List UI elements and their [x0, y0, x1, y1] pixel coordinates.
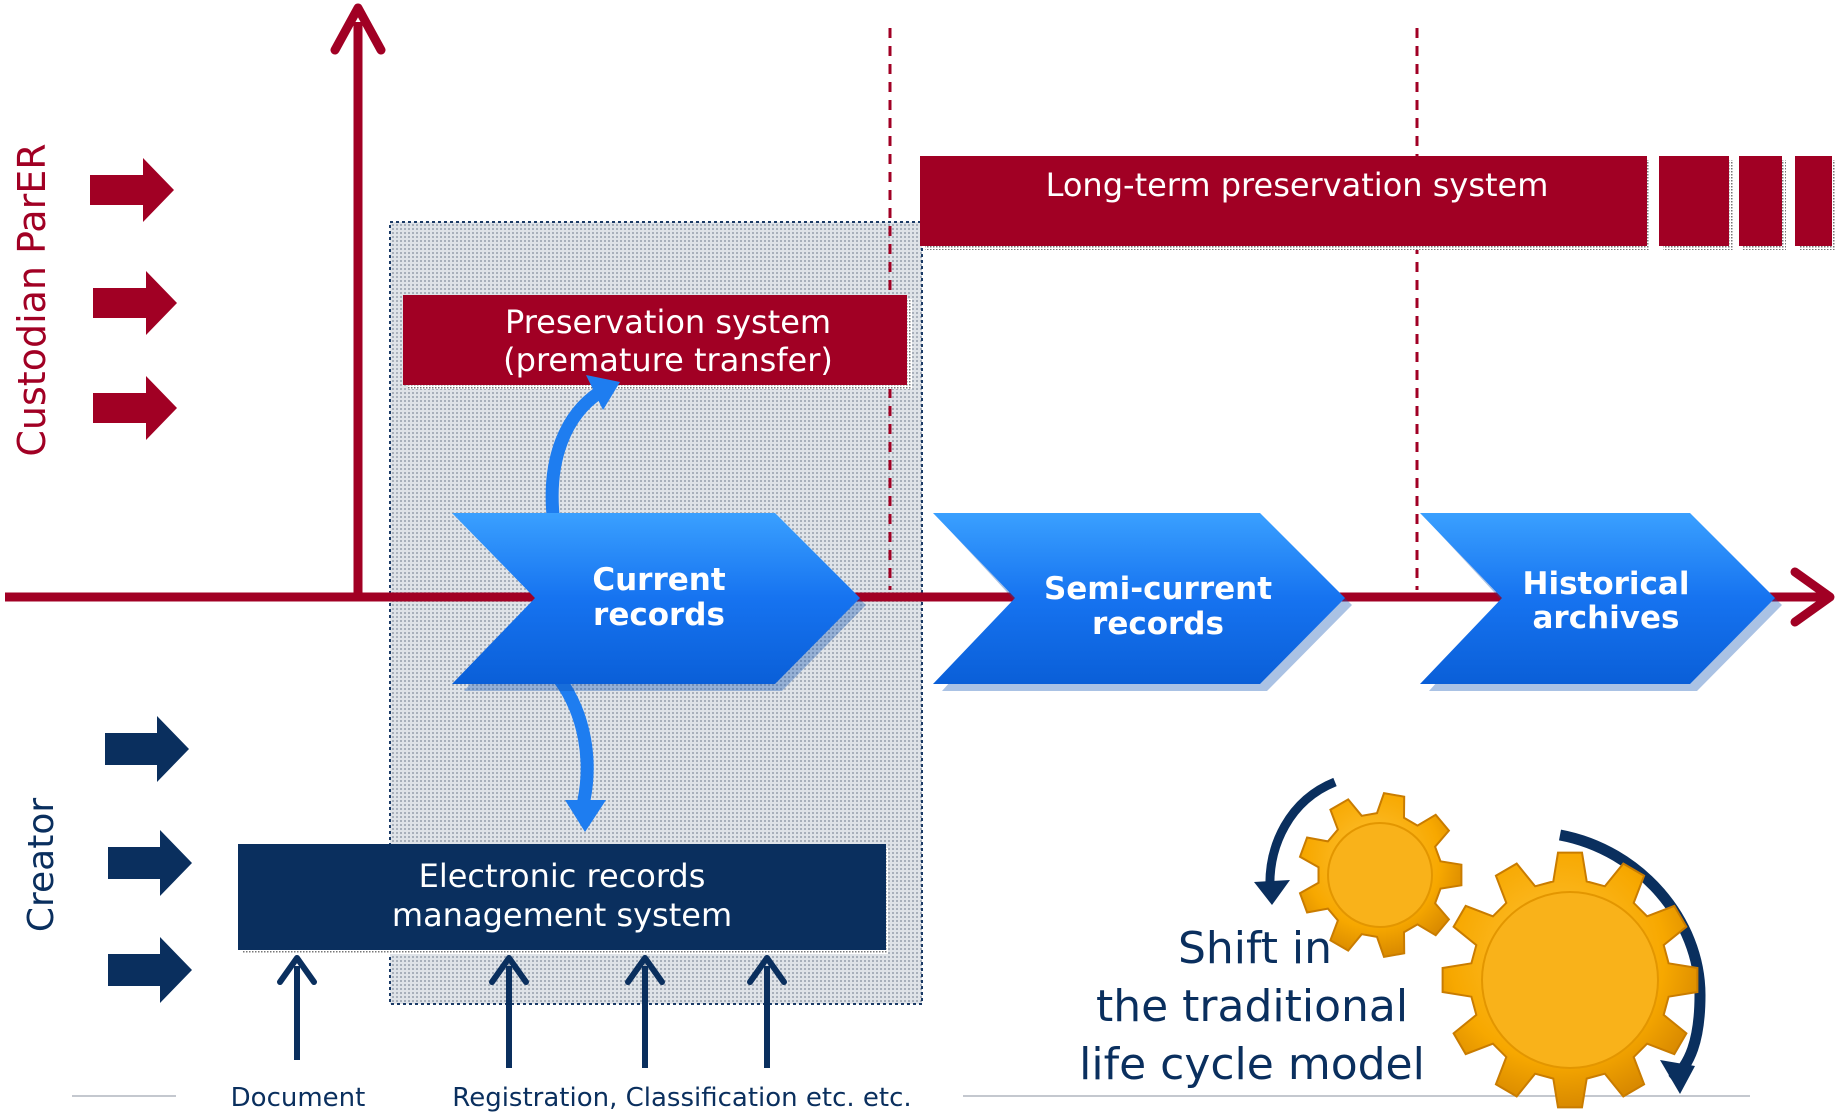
shift-line1: Shift in: [1178, 923, 1332, 974]
right-arrow-icon: [105, 716, 189, 782]
up-arrow-icon: [489, 955, 529, 1068]
document-label: Document: [231, 1083, 366, 1113]
registration-label: Registration, Classification etc. etc.: [452, 1083, 911, 1113]
creator-arrows: [105, 716, 192, 1003]
semi-line2: records: [1092, 606, 1224, 642]
long-term-label: Long-term preservation system: [1046, 166, 1549, 204]
erms-line1: Electronic records: [419, 857, 706, 895]
historical-line2: archives: [1533, 600, 1680, 636]
historical-line1: Historical: [1523, 566, 1690, 602]
custodian-label: Custodian ParER: [10, 143, 54, 456]
transfer-up-arrow: [545, 375, 620, 522]
shift-line2: the traditional: [1096, 981, 1408, 1032]
long-term-preservation-bar: Long-term preservation system: [920, 156, 1836, 250]
custodian-axis: [330, 3, 386, 595]
rotation-arrow-icon: [1254, 777, 1337, 905]
preservation-system-box: Preservation system (premature transfer): [403, 295, 912, 389]
custodian-arrows: [90, 158, 177, 440]
transfer-down-arrow: [553, 673, 606, 832]
right-arrow-icon: [93, 271, 177, 335]
creator-label: Creator: [21, 798, 62, 932]
up-arrow-icon: [277, 955, 317, 1060]
gear-icon: [1441, 851, 1699, 1109]
current-line2: records: [593, 597, 725, 633]
right-arrow-icon: [108, 830, 192, 896]
preservation-line1: Preservation system: [505, 303, 831, 341]
right-arrow-icon: [108, 937, 192, 1003]
semi-current-records-chevron: Semi-current records: [933, 513, 1352, 691]
right-arrow-icon: [93, 376, 177, 440]
shift-line3: life cycle model: [1079, 1039, 1425, 1090]
input-arrows: [277, 955, 787, 1068]
current-records-chevron: Current records: [452, 513, 866, 691]
gear-icon: [1298, 791, 1463, 959]
erms-line2: management system: [392, 896, 732, 934]
current-line1: Current: [592, 562, 725, 598]
semi-line1: Semi-current: [1044, 571, 1272, 607]
up-arrow-icon: [625, 955, 665, 1068]
erms-box: Electronic records management system: [238, 844, 888, 954]
right-arrow-icon: [90, 158, 174, 222]
preservation-line2: (premature transfer): [503, 341, 833, 379]
historical-archives-chevron: Historical archives: [1420, 513, 1782, 691]
up-arrow-icon: [747, 955, 787, 1068]
